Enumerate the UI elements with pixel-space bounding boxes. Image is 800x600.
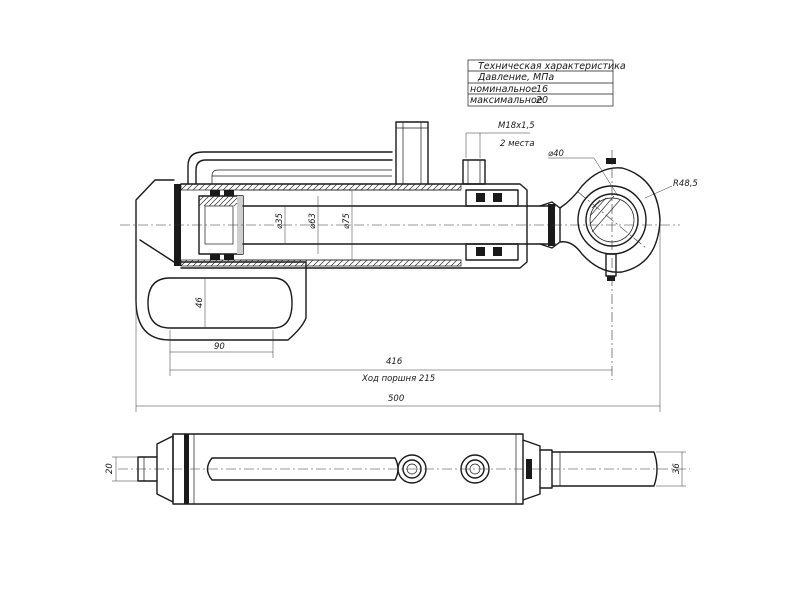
spec-max-value: 20: [536, 95, 548, 106]
side-view-dimensions: 20 36: [105, 451, 686, 487]
spec-nominal-value: 16: [536, 84, 548, 95]
dim-bore-diameter: ⌀75: [342, 213, 352, 229]
dim-eye-diameter: ⌀40: [548, 149, 564, 159]
dim-piston-stroke: Ход поршня 215: [361, 374, 435, 384]
gland: [465, 189, 519, 261]
spec-max-label: максимальное: [470, 95, 543, 106]
piston: [198, 190, 244, 260]
pipe-fitting: [395, 121, 429, 185]
dim-thread: M18х1,5: [498, 121, 535, 131]
dim-slot-height: 46: [195, 297, 205, 308]
spec-table-title: Техническая характеристика: [478, 61, 626, 72]
rod-end: [551, 451, 658, 487]
spec-nominal-label: номинальное: [470, 84, 537, 95]
dim-length-to-eye: 416: [386, 357, 403, 367]
cylinder-side-view: [118, 433, 690, 505]
dim-eye-radius: R48,5: [673, 179, 698, 189]
side-slot: [206, 457, 399, 481]
spec-pressure-label: Давление, МПа: [477, 72, 554, 83]
dim-left-pin: 20: [105, 463, 115, 474]
cylinder-section-view: [120, 121, 680, 380]
dim-piston-diameter: ⌀63: [308, 213, 318, 229]
dim-overall-length: 500: [388, 394, 404, 404]
dim-rod-end: 36: [672, 463, 682, 474]
dim-rod-diameter: ⌀35: [275, 213, 285, 229]
dimensions: M18х1,5 2 места ⌀40 R48,5 ⌀35 ⌀63 ⌀75 46…: [135, 121, 698, 412]
spec-table: Техническая характеристика Давление, МПа…: [467, 59, 626, 107]
oil-pipe: [187, 151, 393, 185]
slot: [147, 277, 293, 329]
dim-thread-count: 2 места: [500, 139, 535, 149]
rod-eye: [559, 158, 661, 281]
port-fitting: [462, 159, 486, 185]
dim-slot-length: 90: [214, 342, 225, 352]
